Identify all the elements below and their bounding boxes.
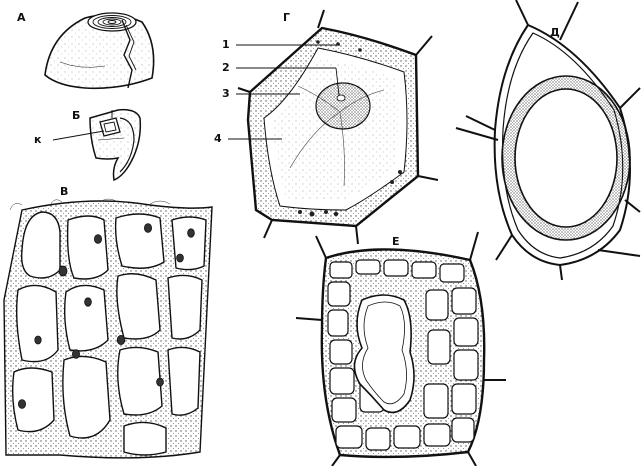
panel-e-drawing bbox=[296, 232, 506, 466]
panel-g-callout-3: 3 bbox=[222, 88, 230, 99]
panel-e-label: Е bbox=[392, 236, 400, 247]
panel-b-drawing bbox=[53, 110, 140, 180]
panel-d-label: Д bbox=[550, 27, 560, 38]
panel-d-drawing bbox=[456, 0, 640, 280]
panel-v-drawing bbox=[4, 199, 212, 458]
panel-v-label: В bbox=[60, 186, 68, 197]
panel-a-label: А bbox=[17, 12, 26, 23]
panel-a-drawing bbox=[45, 13, 154, 88]
panel-g-callout-2: 2 bbox=[222, 62, 230, 73]
panel-b-callout-k: к bbox=[34, 134, 41, 145]
panel-g-drawing bbox=[228, 10, 438, 244]
panel-g-callout-1: 1 bbox=[222, 39, 230, 50]
panel-g-label: Г bbox=[283, 12, 290, 23]
panel-b-label: Б bbox=[72, 110, 80, 121]
panel-g-callout-4: 4 bbox=[214, 133, 222, 144]
